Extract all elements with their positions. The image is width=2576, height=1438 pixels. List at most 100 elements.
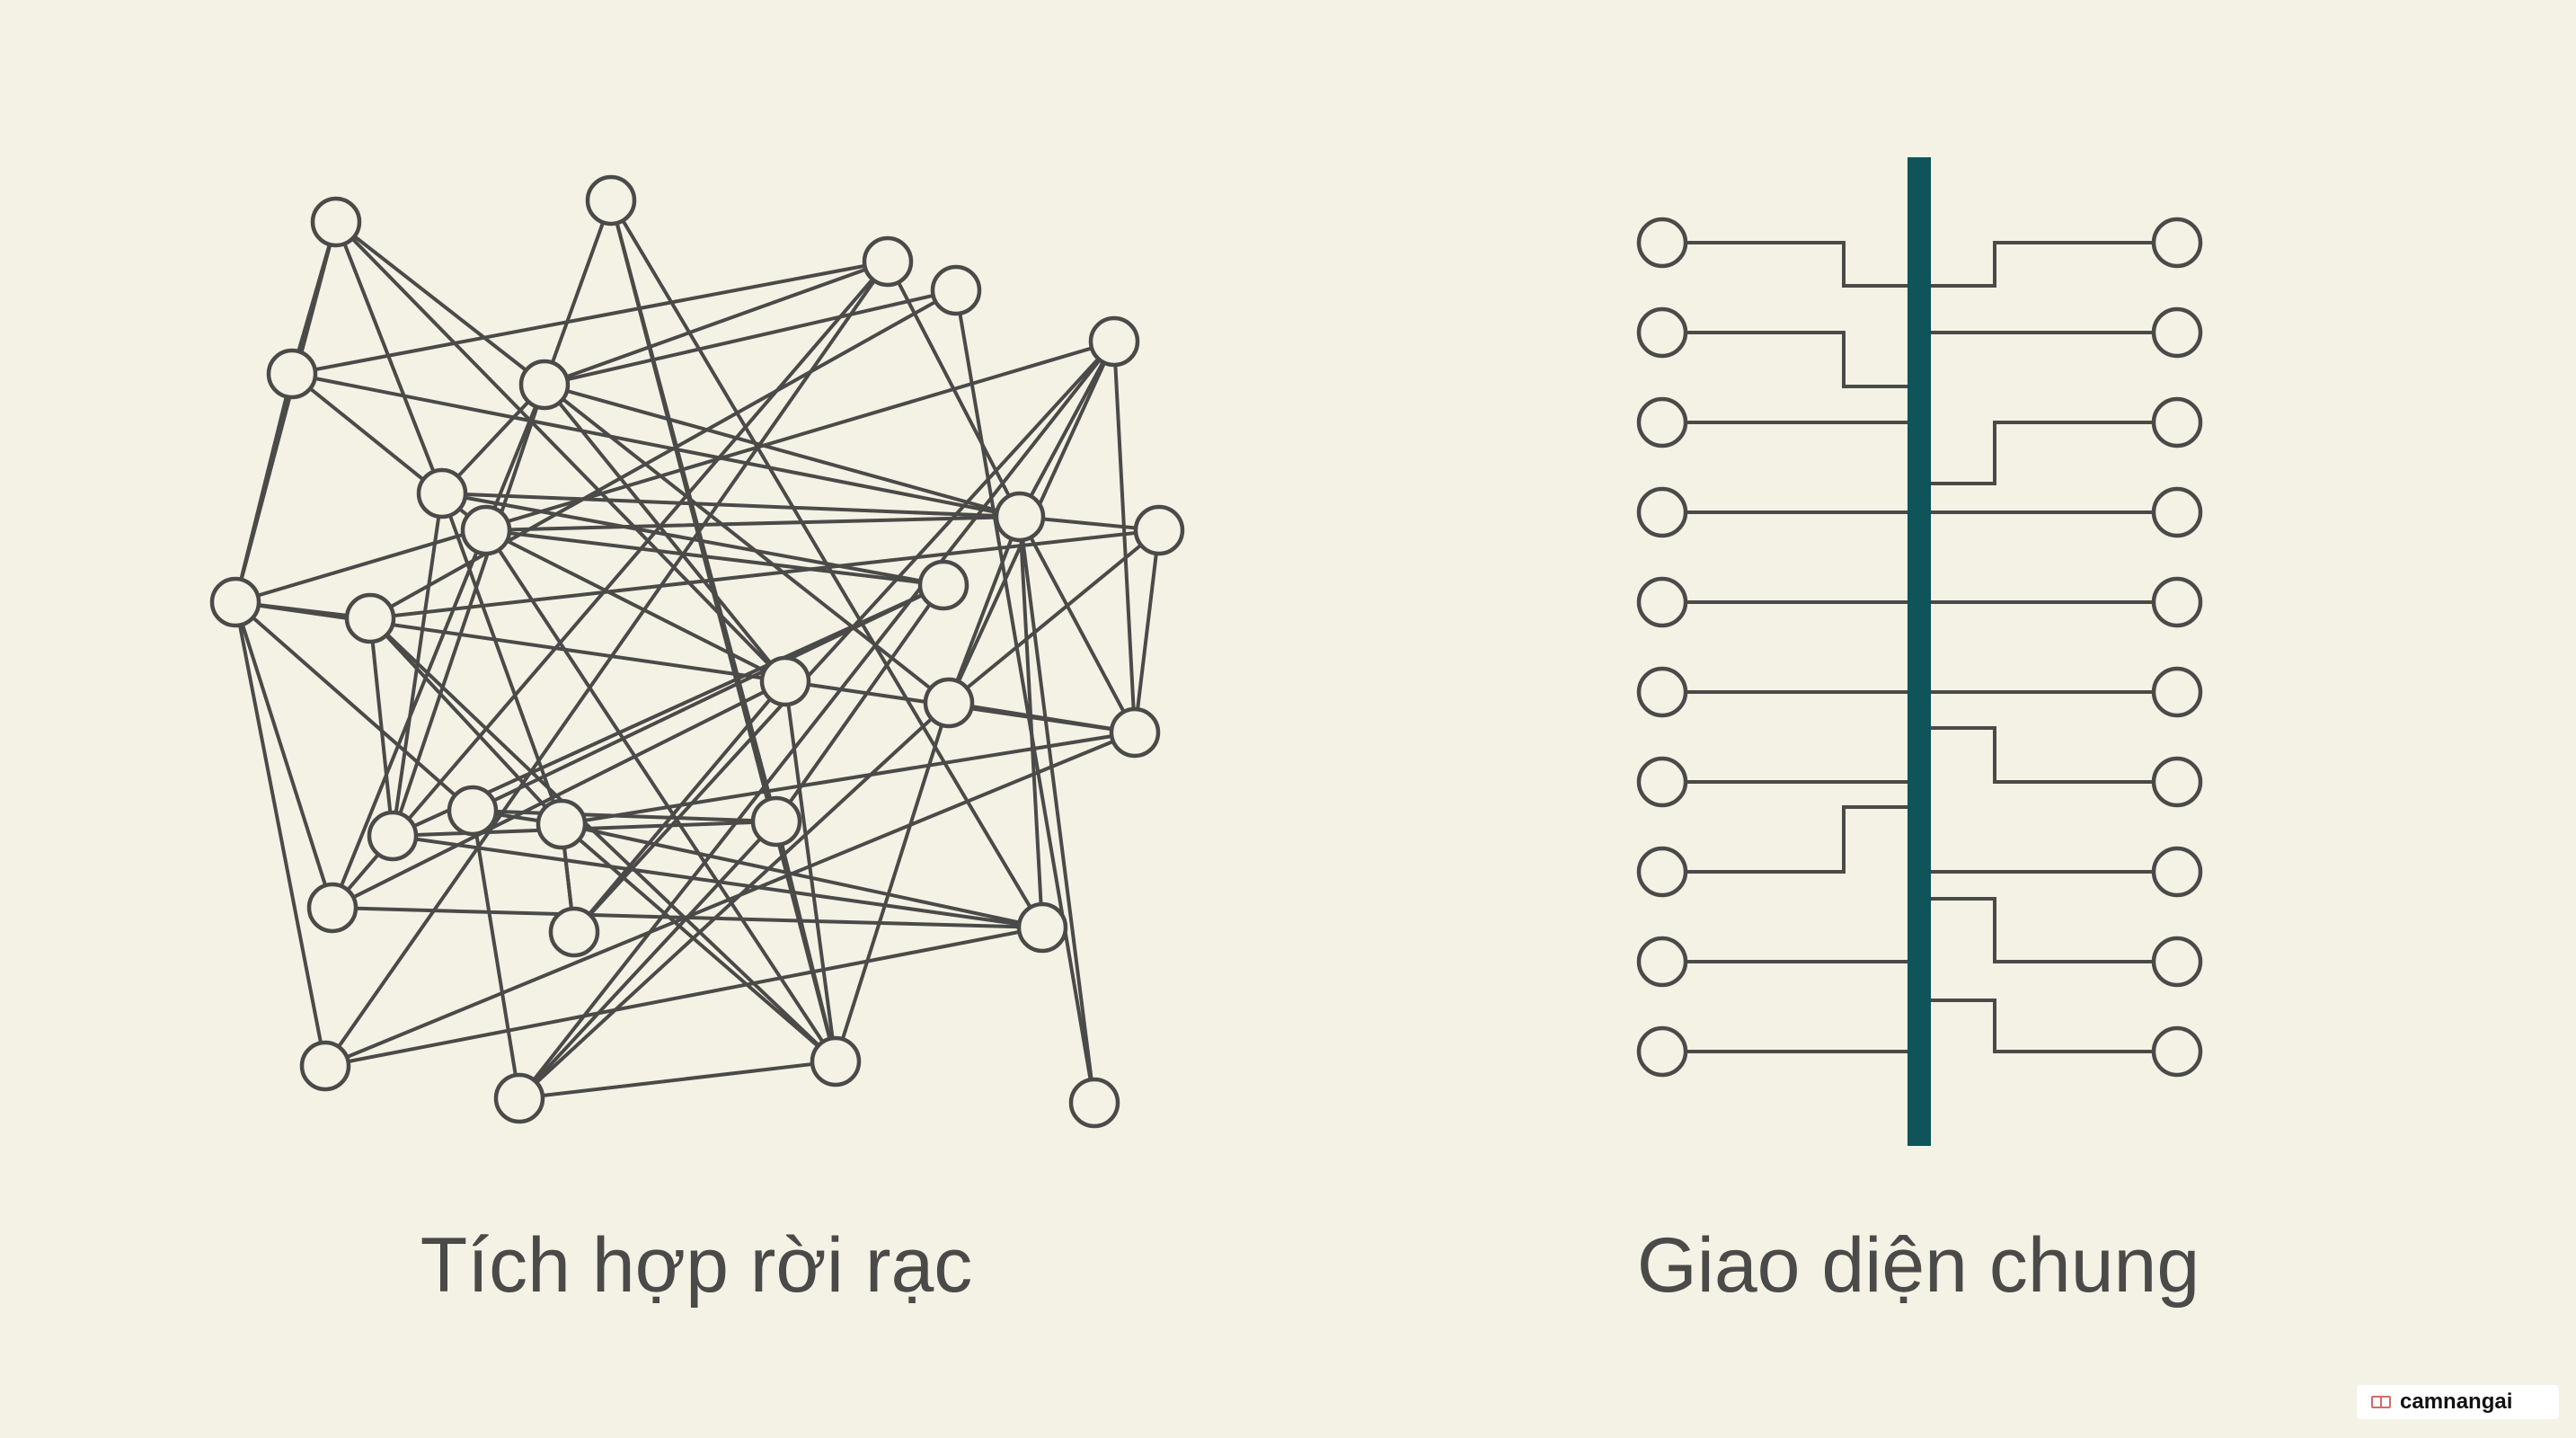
right-endpoint-node: [2151, 486, 2203, 538]
mesh-node: [209, 576, 261, 628]
mesh-edge: [234, 340, 1116, 604]
mesh-edge: [334, 220, 444, 495]
mesh-edge: [518, 820, 778, 1100]
mesh-node: [759, 655, 811, 707]
mesh-edge: [543, 199, 613, 386]
mesh-edge: [560, 731, 1137, 826]
watermark-badge: camnangai: [2357, 1385, 2559, 1419]
mesh-node: [493, 1072, 545, 1124]
mesh-edge: [471, 809, 778, 823]
mesh-edge: [234, 600, 334, 910]
mesh-edge: [1018, 515, 1044, 929]
mesh-node: [344, 592, 396, 644]
mesh-edge: [234, 600, 327, 1068]
mesh-edge: [234, 372, 294, 604]
mesh-node: [994, 491, 1046, 543]
caption-fragmented-integration: Tích hợp rời rạc: [420, 1222, 973, 1309]
mesh-edge: [947, 701, 1137, 734]
mesh-edge: [323, 260, 890, 1068]
right-endpoint-node: [2151, 217, 2203, 269]
mesh-edge: [543, 383, 951, 705]
mesh-edge: [234, 600, 474, 812]
mesh-edge: [1133, 528, 1161, 734]
mesh-edge: [560, 822, 837, 1063]
mesh-edge: [323, 926, 1044, 1068]
left-endpoint-node: [1636, 396, 1688, 448]
caption-common-interface: Giao diện chung: [1636, 1222, 2200, 1309]
left-endpoint-node: [1636, 936, 1688, 988]
mesh-edge: [518, 340, 1116, 1100]
mesh-node: [266, 348, 318, 400]
mesh-edge: [775, 583, 945, 823]
mesh-node: [548, 906, 600, 958]
mesh-node: [750, 795, 802, 848]
mesh-node: [299, 1040, 351, 1092]
mesh-edge: [368, 288, 958, 620]
mesh-edge: [609, 199, 837, 1063]
common-interface-bus-diagram: [1636, 157, 2203, 1146]
right-endpoint-node: [2151, 756, 2203, 808]
right-endpoint-node: [2151, 576, 2203, 628]
mesh-edge: [290, 372, 1022, 519]
left-endpoint-node: [1636, 217, 1688, 269]
mesh-node: [460, 504, 512, 556]
mesh-node: [1088, 315, 1140, 368]
mesh-node: [367, 810, 419, 862]
mesh-edge: [323, 731, 1137, 1068]
mesh-node: [536, 798, 588, 850]
mesh-node: [447, 785, 499, 837]
mesh-edge: [331, 906, 1044, 929]
watermark-text: camnangai: [2400, 1389, 2513, 1414]
mesh-edge: [368, 617, 563, 826]
mesh-edge: [1018, 515, 1137, 734]
mesh-edge: [484, 528, 837, 1063]
right-connector: [1931, 421, 2154, 485]
mesh-edge: [234, 600, 787, 683]
left-endpoint-node: [1636, 666, 1688, 718]
mesh-node: [1068, 1077, 1120, 1129]
mesh-edge: [560, 822, 1044, 929]
mesh-edge: [1112, 340, 1137, 734]
left-connector: [1686, 805, 1908, 874]
right-connector: [1931, 999, 2154, 1053]
central-bus: [1908, 157, 1931, 1146]
mesh-edge: [954, 288, 1096, 1105]
right-endpoint-node: [2151, 306, 2203, 359]
right-connector: [1931, 897, 2154, 963]
mesh-edge: [484, 528, 787, 683]
left-endpoint-node: [1636, 306, 1688, 359]
mesh-node: [585, 174, 637, 226]
mesh-edge: [484, 515, 1022, 532]
right-endpoint-node: [2151, 846, 2203, 898]
mesh-edge: [471, 809, 521, 1100]
mesh-edge: [334, 220, 546, 386]
mesh-edge: [368, 617, 394, 838]
mesh-edge: [947, 528, 1161, 705]
mesh-edge: [1018, 340, 1116, 519]
mesh-node: [306, 882, 359, 934]
mesh-edge: [334, 220, 787, 683]
mesh-edge: [440, 492, 945, 587]
left-connector: [1686, 331, 1908, 388]
left-endpoint-node: [1636, 846, 1688, 898]
mesh-node: [310, 196, 362, 248]
right-endpoint-node: [2151, 396, 2203, 448]
mesh-node: [1109, 706, 1161, 759]
mesh-edge: [834, 701, 951, 1063]
right-endpoint-node: [2151, 666, 2203, 718]
mesh-node: [416, 467, 468, 519]
mesh-node: [917, 559, 969, 611]
mesh-node: [862, 235, 914, 288]
mesh-edge: [543, 260, 890, 386]
mesh-edge: [543, 383, 1022, 519]
mesh-edge: [543, 288, 958, 386]
book-icon: [2371, 1396, 2391, 1408]
mesh-edge: [391, 834, 1044, 929]
mesh-node: [930, 264, 982, 316]
left-endpoint-node: [1636, 486, 1688, 538]
mesh-edge: [440, 492, 1022, 519]
point-to-point-mesh: [209, 174, 1185, 1129]
mesh-edge: [1018, 515, 1096, 1105]
mesh-edge: [331, 679, 787, 910]
